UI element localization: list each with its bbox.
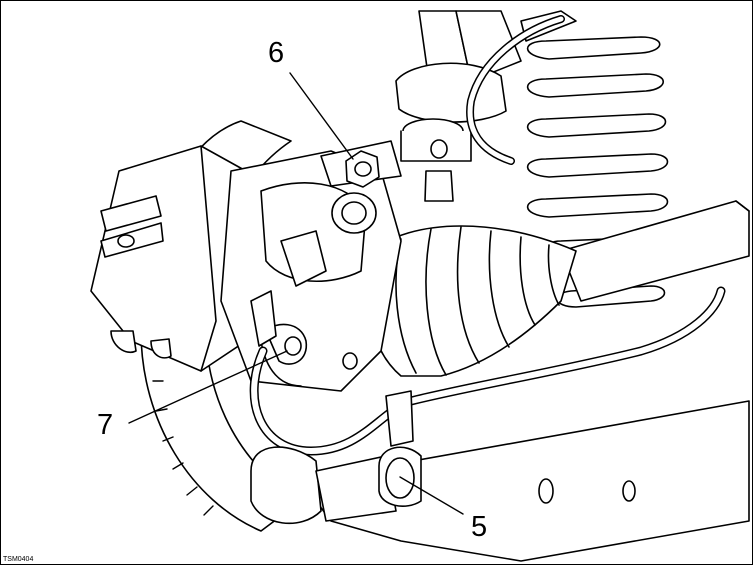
callout-6: 6	[268, 37, 285, 69]
bolt-6	[320, 140, 402, 188]
sensor-bolt-7	[250, 290, 307, 365]
drive-shaft	[560, 200, 750, 302]
callout-7: 7	[97, 409, 114, 441]
leader-lines	[128, 72, 464, 515]
leader-line-5	[399, 476, 464, 515]
upper-wiring-harness	[466, 15, 565, 165]
callout-5: 5	[471, 511, 488, 543]
lower-control-arm	[300, 400, 750, 562]
steering-knuckle	[220, 150, 402, 392]
reference-code: TSM0404	[3, 556, 34, 563]
clamp-5	[378, 390, 422, 507]
tie-rod	[250, 446, 397, 525]
brake-caliper	[90, 145, 262, 372]
coil-spring	[526, 36, 669, 308]
leader-line-7	[128, 350, 288, 424]
leader-line-6	[289, 72, 354, 160]
